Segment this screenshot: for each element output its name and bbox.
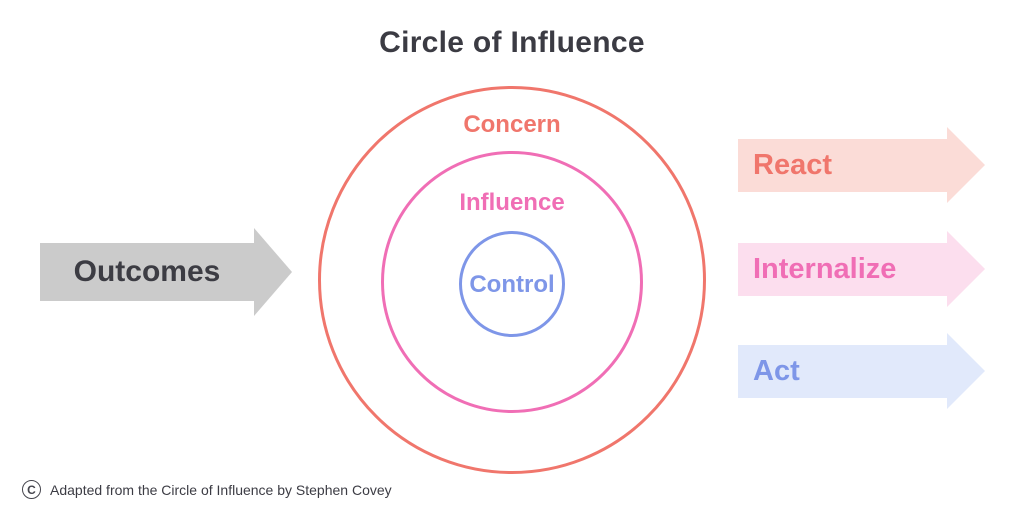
influence-label: Influence (459, 189, 565, 216)
react-arrow-head-icon (947, 127, 985, 203)
outcomes-arrow-body: Outcomes (40, 243, 254, 301)
influence-circle (381, 151, 643, 413)
outcomes-arrow-head-icon (254, 228, 292, 316)
react-label: React (753, 148, 832, 181)
internalize-label: Internalize (753, 252, 897, 285)
attribution: C Adapted from the Circle of Influence b… (22, 480, 392, 499)
internalize-arrow: Internalize (738, 231, 985, 307)
outcomes-arrow: Outcomes (40, 228, 292, 316)
act-arrow-body: Act (738, 344, 947, 398)
act-arrow: Act (738, 333, 985, 409)
concern-label: Concern (463, 111, 561, 138)
internalize-arrow-body: Internalize (738, 242, 947, 296)
control-circle (459, 231, 565, 337)
concern-circle (318, 86, 706, 474)
attribution-text: Adapted from the Circle of Influence by … (50, 481, 392, 498)
internalize-arrow-head-icon (947, 231, 985, 307)
outcomes-label: Outcomes (73, 255, 221, 288)
react-arrow-body: React (738, 138, 947, 192)
diagram-title: Circle of Influence (379, 26, 645, 59)
act-label: Act (753, 354, 800, 387)
control-label: Control (469, 271, 555, 298)
react-arrow: React (738, 127, 985, 203)
copyright-icon: C (22, 480, 41, 499)
act-arrow-head-icon (947, 333, 985, 409)
